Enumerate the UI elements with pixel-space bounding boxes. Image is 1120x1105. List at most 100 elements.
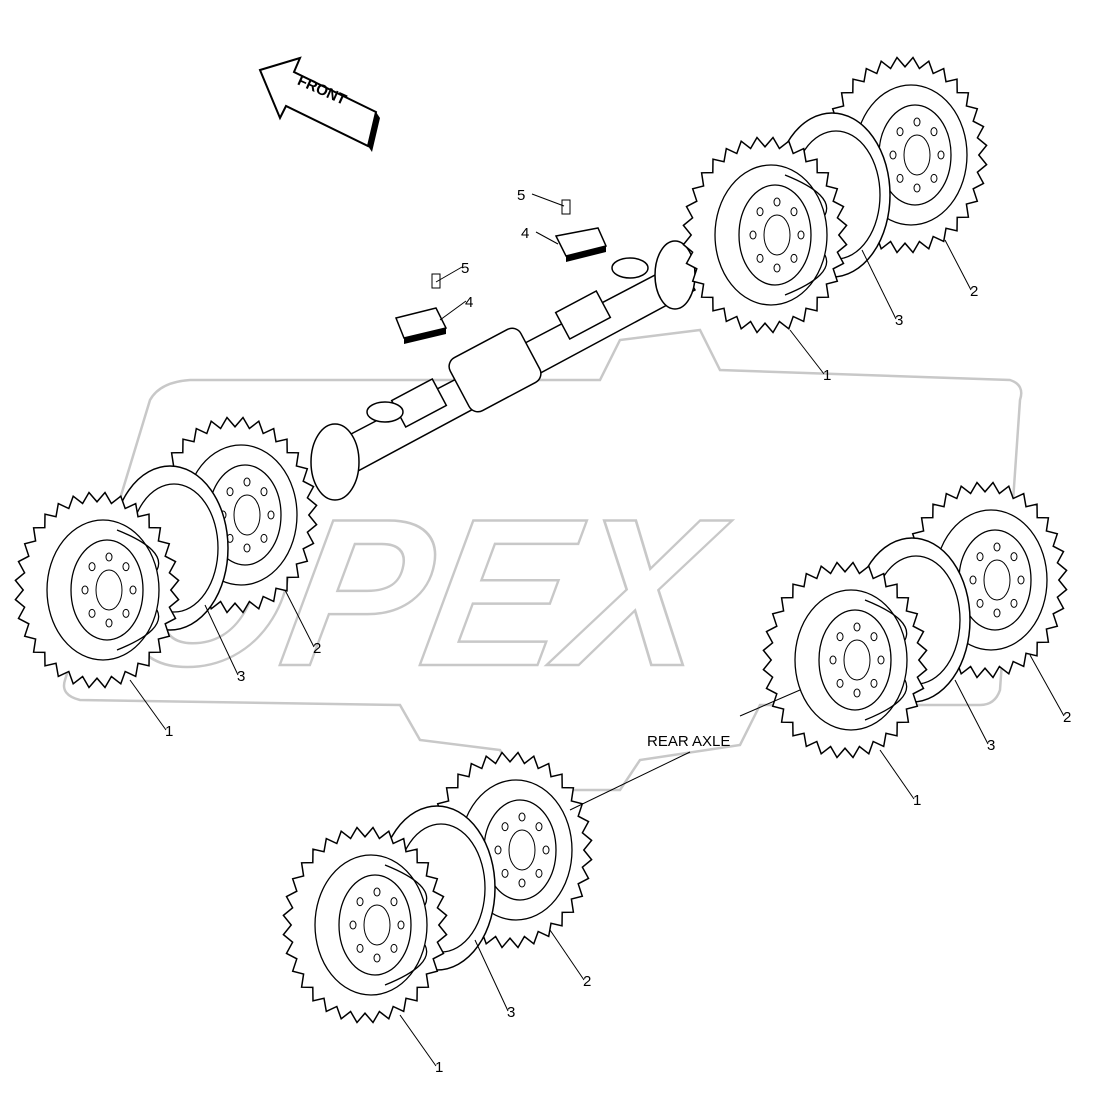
leader-line [861, 249, 897, 320]
lug-hole [976, 598, 984, 608]
callout-front-left-spacer: 3 [237, 668, 245, 685]
lug-hole [773, 263, 781, 273]
lug-hole [790, 253, 798, 263]
lug-hole [518, 878, 526, 888]
lug-hole [88, 608, 96, 618]
leader-line [535, 231, 559, 245]
rim-cutaway [864, 599, 908, 721]
wheel-hub [983, 559, 1011, 601]
callout-pad-left: 4 [465, 294, 473, 311]
lug-hole [349, 920, 357, 930]
leader-line [129, 679, 167, 731]
wheel-hub [508, 829, 536, 871]
lug-hole [976, 552, 984, 562]
lug-hole [390, 943, 398, 953]
lug-hole [896, 127, 904, 137]
lug-hole [373, 887, 381, 897]
lug-hole [243, 543, 251, 553]
lug-hole [397, 920, 405, 930]
lug-hole [1017, 575, 1025, 585]
lug-hole [373, 953, 381, 963]
lug-hole [930, 173, 938, 183]
leader-line [399, 1014, 437, 1067]
axle-assembly [310, 240, 697, 501]
hub-left [310, 423, 360, 501]
lug-hole [836, 678, 844, 688]
rear-right-inner-tire [762, 561, 928, 759]
wheel-hub [363, 904, 391, 946]
lug-hole [535, 822, 543, 832]
callout-rear-left-inner-tire: 1 [435, 1059, 443, 1076]
lug-hole [797, 230, 805, 240]
rim-cutaway [784, 174, 828, 296]
pivot-left [366, 401, 404, 423]
lug-hole [542, 845, 550, 855]
front-right-inner-tire [682, 136, 848, 334]
lug-hole [81, 585, 89, 595]
rear-axle-leader [569, 751, 691, 811]
lug-hole [870, 632, 878, 642]
lug-hole [749, 230, 757, 240]
lug-hole [993, 608, 1001, 618]
leader-line [531, 193, 565, 207]
pivot-right [611, 257, 649, 279]
lug-hole [790, 207, 798, 217]
callout-rear-left-outer-tire: 2 [583, 973, 591, 990]
rear-left-inner-tire [282, 826, 448, 1024]
leader-line [789, 329, 825, 375]
lug-hole [1010, 598, 1018, 608]
callout-front-right-outer-tire: 2 [970, 283, 978, 300]
lug-hole [937, 150, 945, 160]
callout-pad-top: 4 [521, 225, 529, 242]
leader-line [1029, 654, 1065, 717]
lug-hole [756, 253, 764, 263]
lug-hole [267, 510, 275, 520]
rim-cutaway [116, 529, 160, 651]
lug-hole [260, 487, 268, 497]
callout-bolt-left: 5 [461, 260, 469, 277]
wheel-hub [763, 214, 791, 256]
callout-front-left-outer-tire: 2 [313, 640, 321, 657]
lug-hole [501, 822, 509, 832]
pad-left [394, 307, 448, 344]
lug-hole [356, 943, 364, 953]
wheel-hub [233, 494, 261, 536]
rim-cutaway [384, 864, 428, 986]
lug-hole [518, 812, 526, 822]
bolt-left [431, 273, 441, 289]
lug-hole [829, 655, 837, 665]
front-arrow: FRONT [258, 56, 380, 152]
callout-rear-right-outer-tire: 2 [1063, 709, 1071, 726]
lug-hole [773, 197, 781, 207]
lug-hole [870, 678, 878, 688]
wheel-hub [95, 569, 123, 611]
leader-line [474, 939, 509, 1012]
lug-hole [535, 868, 543, 878]
callout-front-left-inner-tire: 1 [165, 723, 173, 740]
lug-hole [356, 897, 364, 907]
pad-top [554, 227, 608, 262]
leader-line [284, 589, 315, 648]
callout-rear-right-spacer: 3 [987, 737, 995, 754]
lug-hole [877, 655, 885, 665]
lug-hole [105, 552, 113, 562]
rear-axle-label: REAR AXLE [647, 733, 730, 750]
wheel-hub [843, 639, 871, 681]
lug-hole [896, 173, 904, 183]
leader-line [439, 300, 467, 321]
lug-hole [243, 477, 251, 487]
leader-line [954, 679, 989, 745]
lug-hole [853, 688, 861, 698]
leader-line [944, 239, 972, 291]
leader-line [435, 266, 463, 283]
lug-hole [913, 183, 921, 193]
leader-line [204, 604, 239, 676]
lug-hole [836, 632, 844, 642]
differential [448, 327, 542, 413]
lug-hole [889, 150, 897, 160]
leader-line [879, 749, 915, 800]
callout-rear-right-inner-tire: 1 [913, 792, 921, 809]
lug-hole [969, 575, 977, 585]
